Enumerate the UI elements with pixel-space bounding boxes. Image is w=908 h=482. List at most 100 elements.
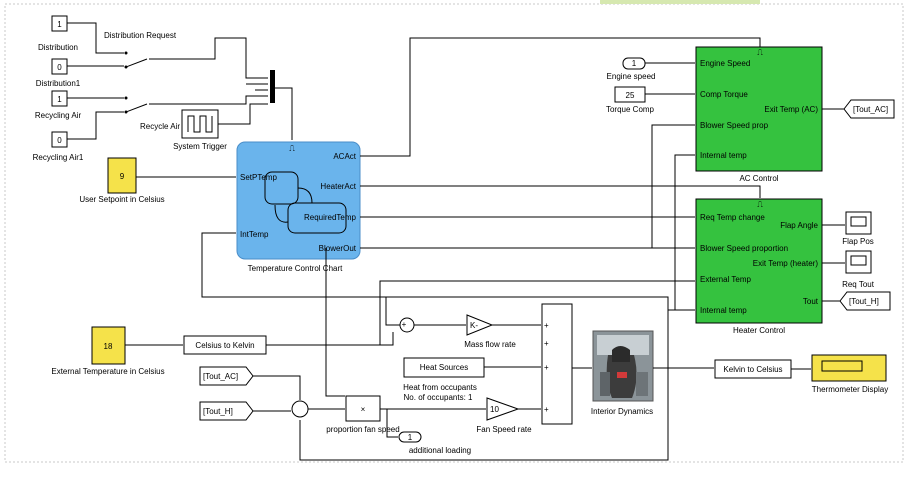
thermometer-display-label: Thermometer Display: [812, 385, 888, 394]
svg-text:10: 10: [490, 405, 499, 414]
svg-text:0: 0: [57, 63, 62, 72]
ac-port-exit-temp: Exit Temp (AC): [764, 105, 818, 114]
chart-port-requiredtemp: RequiredTemp: [304, 213, 357, 222]
ac-control-title: AC Control: [739, 174, 778, 183]
heater-port-req-temp: Req Temp change: [700, 213, 765, 222]
wire-recycle-air-on: [149, 95, 268, 105]
system-trigger-block[interactable]: [181, 109, 219, 139]
recycle-air-on-label: Recycle Air On: [140, 122, 193, 131]
svg-text:⎍: ⎍: [757, 200, 763, 209]
recycling-air1-constant[interactable]: 0: [51, 131, 68, 148]
kelvin-to-celsius-block[interactable]: Kelvin to Celsius: [714, 359, 792, 379]
wire-distribution: [67, 22, 124, 54]
wire-feedback-sum: [385, 297, 400, 326]
wire-blower-to-product: [325, 248, 345, 397]
chart-port-heateract: HeaterAct: [320, 182, 356, 191]
svg-text:Kelvin to Celsius: Kelvin to Celsius: [723, 365, 782, 374]
flap-pos-scope[interactable]: [845, 211, 872, 235]
from-tout-ac[interactable]: [Tout_AC]: [199, 366, 254, 386]
chart-port-blowerout: BlowerOut: [319, 244, 357, 253]
temperature-control-chart[interactable]: ⎍: [236, 141, 361, 260]
wire-mux-extra: [246, 83, 268, 91]
temp-diff-sum[interactable]: [291, 400, 309, 418]
chart-port-inttemp: IntTemp: [240, 230, 269, 239]
svg-text:+: +: [544, 339, 549, 348]
recycle-air-switch[interactable]: [124, 96, 148, 114]
torque-comp-label: Torque Comp: [606, 105, 655, 114]
mux-block[interactable]: [270, 70, 275, 103]
recycling-air-constant[interactable]: 1: [51, 90, 68, 107]
product-block[interactable]: ×: [345, 395, 381, 422]
user-setpoint-constant[interactable]: 9: [107, 157, 137, 194]
interior-dynamics-block[interactable]: [592, 330, 654, 402]
heat-sources-block[interactable]: Heat Sources: [403, 357, 485, 378]
svg-text:1: 1: [408, 433, 413, 442]
heater-port-exit-temp: Exit Temp (heater): [753, 259, 819, 268]
heater-control-subsystem[interactable]: ⎍: [695, 198, 823, 324]
svg-text:+: +: [402, 320, 407, 329]
engine-speed-label: Engine speed: [607, 72, 656, 81]
svg-text:×: ×: [361, 405, 366, 414]
chart-port-setptemp: SetPTemp: [240, 173, 277, 182]
svg-text:Celsius to Kelvin: Celsius to Kelvin: [195, 341, 254, 350]
goto-tout-ac[interactable]: [Tout_AC]: [843, 99, 895, 119]
ac-port-blower-speed: Blower Speed prop: [700, 121, 769, 130]
wire-mux-to-chart: [275, 87, 293, 140]
additional-loading-outport[interactable]: 1: [398, 431, 422, 443]
distribution-label: Distribution: [38, 43, 78, 52]
svg-text:25: 25: [626, 91, 635, 100]
heater-port-internal-temp: Internal temp: [700, 306, 747, 315]
mass-flow-gain[interactable]: K-: [466, 314, 494, 336]
distribution-constant[interactable]: 1: [51, 15, 68, 32]
canvas-top-strip: [600, 0, 760, 4]
svg-text:⎍: ⎍: [289, 144, 295, 153]
heater-port-flap-angle: Flap Angle: [780, 221, 818, 230]
fan-speed-gain[interactable]: 10: [486, 397, 520, 421]
canvas-border: [4, 3, 904, 463]
svg-text:⎍: ⎍: [757, 48, 763, 57]
svg-text:[Tout_AC]: [Tout_AC]: [853, 105, 888, 114]
mass-flow-label: Mass flow rate: [464, 340, 516, 349]
svg-text:18: 18: [104, 342, 113, 351]
svg-text:[Tout_H]: [Tout_H]: [203, 407, 233, 416]
user-setpoint-label: User Setpoint in Celsius: [79, 195, 164, 204]
req-tout-scope[interactable]: [845, 250, 872, 274]
ac-control-subsystem[interactable]: ⎍: [695, 46, 823, 172]
engine-speed-inport[interactable]: 1: [622, 57, 646, 70]
interior-sum-block[interactable]: + + + +: [541, 303, 573, 425]
svg-text:9: 9: [120, 172, 125, 181]
flap-pos-label: Flap Pos: [842, 237, 874, 246]
from-tout-h[interactable]: [Tout_H]: [199, 401, 254, 421]
thermometer-display[interactable]: [811, 354, 887, 382]
proportion-fan-speed-label: proportion fan speed: [326, 425, 399, 434]
additional-loading-label: additional loading: [409, 446, 471, 455]
goto-tout-h[interactable]: [Tout_H]: [839, 291, 891, 311]
celsius-to-kelvin-block[interactable]: Celsius to Kelvin: [183, 335, 267, 355]
external-temp-constant[interactable]: 18: [91, 326, 126, 365]
wire-internal-temp: [668, 154, 695, 311]
heater-port-blower: Blower Speed proportion: [700, 244, 788, 253]
distribution1-constant[interactable]: 0: [51, 58, 68, 75]
svg-text:0: 0: [57, 136, 62, 145]
wire-acact-trigger: [360, 37, 761, 157]
ac-port-comp-torque: Comp Torque: [700, 90, 748, 99]
chart-port-acact: ACAct: [333, 152, 356, 161]
torque-comp-constant[interactable]: 25: [614, 86, 646, 103]
svg-text:+: +: [544, 363, 549, 372]
distribution-switch[interactable]: [124, 51, 148, 69]
heater-port-external-temp: External Temp: [700, 275, 752, 284]
wire-tout-ac: [253, 375, 301, 400]
heater-port-tout: Tout: [803, 297, 819, 306]
interior-dynamics-label: Interior Dynamics: [591, 407, 653, 416]
svg-text:K-: K-: [470, 321, 478, 330]
mass-flow-sum[interactable]: +: [399, 317, 415, 333]
wire-to-additional-loading: [386, 409, 398, 438]
chart-title: Temperature Control Chart: [248, 264, 343, 273]
wire-distribution-request: [149, 37, 268, 79]
ac-port-engine-speed: Engine Speed: [700, 59, 750, 68]
distribution1-label: Distribution1: [36, 79, 81, 88]
system-trigger-label: System Trigger: [173, 142, 227, 151]
svg-text:1: 1: [632, 59, 637, 68]
svg-text:1: 1: [57, 20, 62, 29]
